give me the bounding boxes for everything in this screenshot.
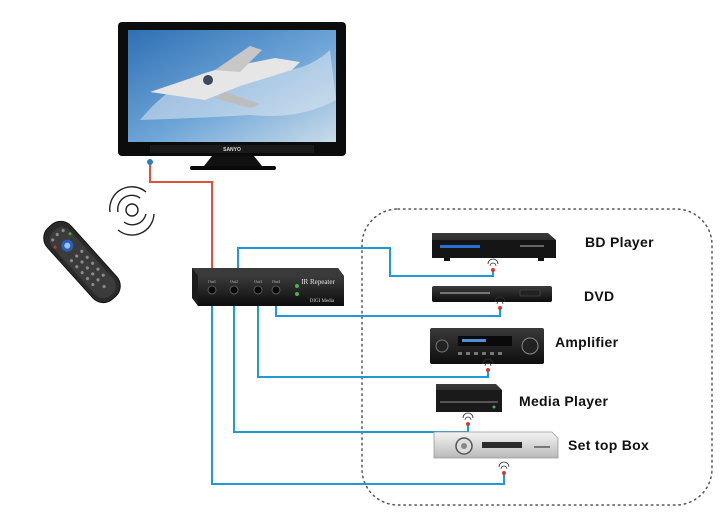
set-top-box-icon — [433, 431, 559, 459]
cable-media — [211, 290, 505, 485]
device-zone — [361, 208, 713, 506]
media-player-icon — [436, 384, 502, 412]
repeater-port-label-2: Out2 — [230, 279, 238, 284]
ir-repeater-box — [192, 268, 344, 306]
remote-control-icon — [43, 220, 121, 304]
repeater-port-label-4: Out4 — [272, 279, 280, 284]
amplifier-icon — [430, 328, 544, 364]
device-label-stb: Set top Box — [568, 437, 650, 453]
ir-signal-icon — [109, 186, 155, 236]
dvd-icon — [432, 286, 552, 302]
ir-receiver-cable — [149, 163, 213, 268]
repeater-port-label-3: Out3 — [254, 279, 262, 284]
tv-icon — [118, 22, 346, 170]
ir-receiver-eye — [147, 159, 153, 165]
device-label-media: Media Player — [519, 393, 609, 409]
device-label-amp: Amplifier — [555, 334, 619, 350]
cable-amp — [257, 290, 489, 378]
cable-stb — [233, 290, 469, 433]
repeater-title: IR Repeater — [301, 278, 335, 286]
repeater-subtitle: DIGI Media — [310, 299, 335, 304]
device-label-bd: BD Player — [585, 234, 654, 250]
bd-player-icon — [432, 233, 556, 261]
tv-brand-label: SANYO — [223, 147, 241, 153]
ir-emitter-icon — [462, 258, 510, 470]
device-label-dvd: DVD — [584, 288, 615, 304]
repeater-port-label-1: Out1 — [208, 279, 216, 284]
cable-bd — [237, 247, 494, 277]
